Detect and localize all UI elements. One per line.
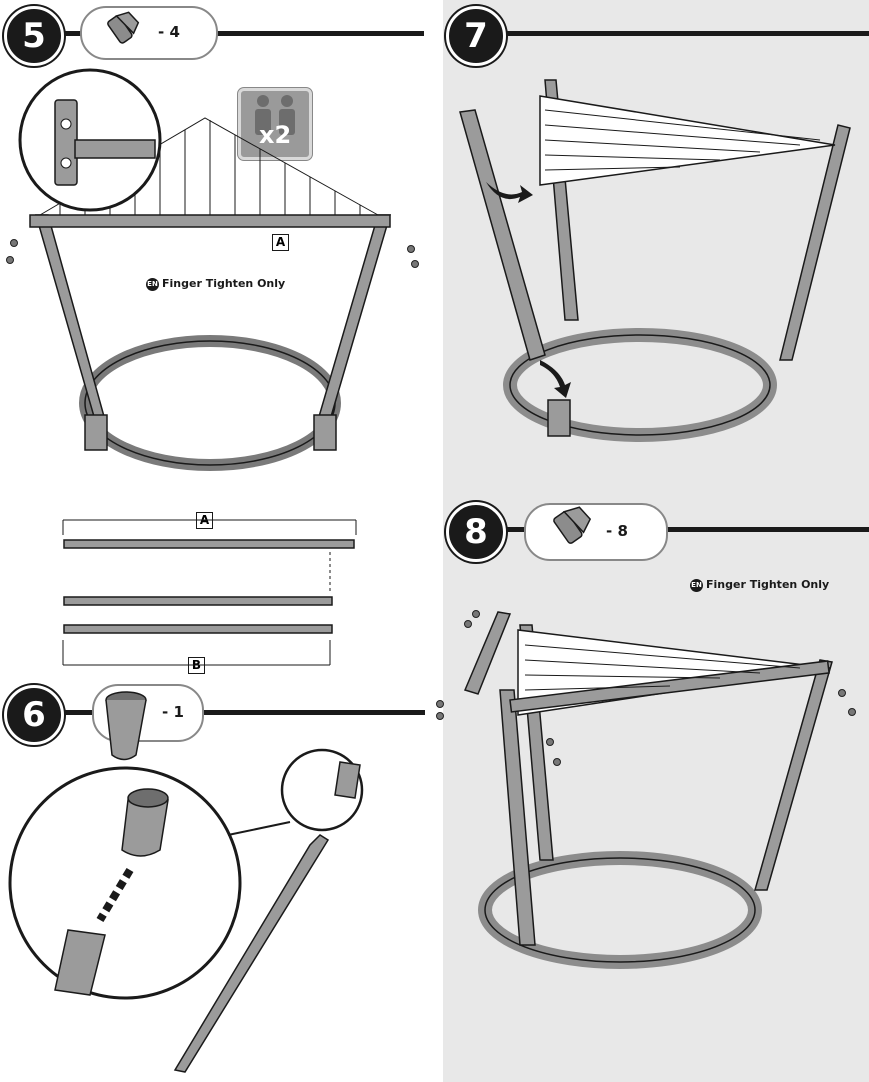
step6-qty: - 1 (162, 703, 184, 721)
step8-number: 8 (446, 502, 506, 562)
people-count: x2 (259, 121, 292, 149)
step5-detail-callout (18, 68, 162, 212)
sleeve-icon (105, 691, 147, 761)
en-badge: EN (690, 578, 703, 592)
step7-number: 7 (446, 6, 506, 66)
step7-rule (470, 31, 869, 36)
step8-frame (463, 611, 833, 969)
step8-grate (524, 644, 801, 691)
step5-frame (29, 214, 392, 471)
step8-rule (470, 527, 869, 532)
step6-number: 6 (4, 685, 64, 745)
step5-parts-pill (80, 6, 218, 60)
step7-grate (544, 109, 821, 171)
en-badge: EN (146, 277, 159, 291)
step7-frame (459, 79, 851, 442)
two-person-icon: x2 (238, 88, 312, 160)
step5-rule (60, 31, 424, 36)
label-a-frame: A (272, 234, 289, 251)
bolt-icon (107, 11, 140, 44)
curved-arrow-icon (486, 182, 571, 398)
rails (62, 519, 357, 666)
step5-number: 5 (4, 6, 64, 66)
step6-detail-callout (8, 748, 364, 1073)
step5-bolts (6, 239, 419, 268)
step8-note-text: Finger Tighten Only (706, 578, 830, 591)
step8-qty: - 8 (606, 522, 628, 540)
step6-rule (50, 710, 425, 715)
step8-parts-pill (524, 503, 668, 561)
step5-qty: - 4 (158, 23, 180, 41)
step5-note-text: Finger Tighten Only (162, 277, 286, 290)
bolt-icon (553, 506, 592, 544)
